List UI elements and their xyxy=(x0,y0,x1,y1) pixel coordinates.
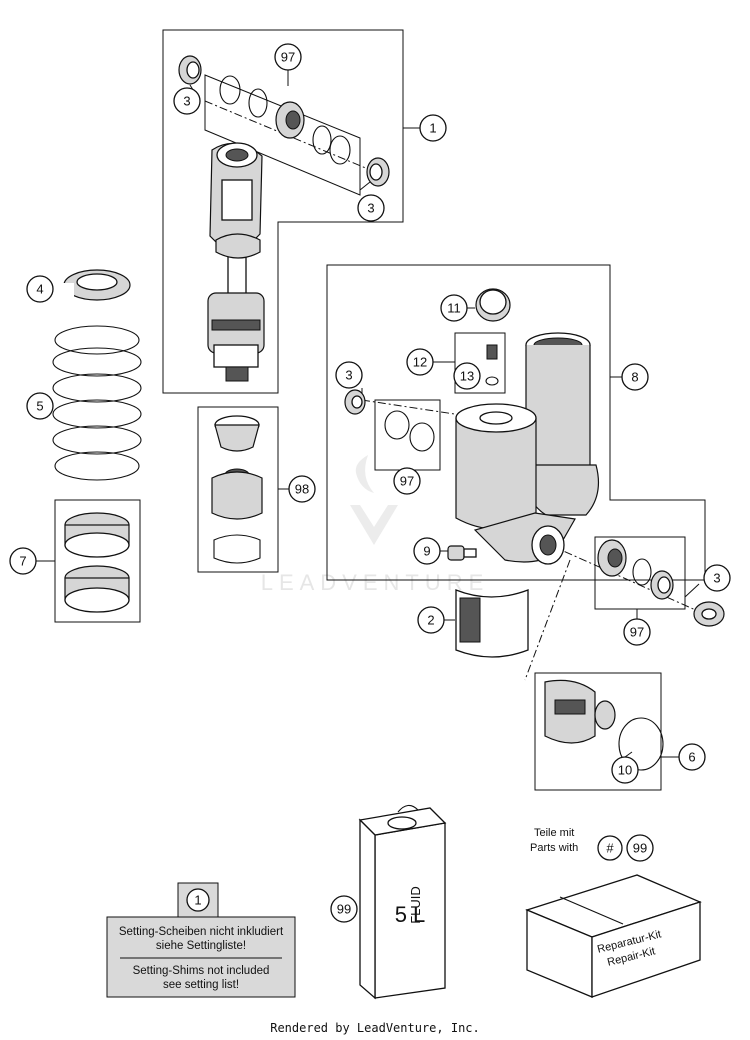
decal-sleeve xyxy=(455,589,529,658)
settings-note: 1 Setting-Scheiben nicht inkludiert sieh… xyxy=(106,882,296,998)
callout-1: 1 xyxy=(419,114,447,142)
callout-8: 8 xyxy=(621,363,649,391)
svg-text:9: 9 xyxy=(423,544,430,559)
callout-9: 9 xyxy=(413,537,441,565)
svg-text:4: 4 xyxy=(36,282,43,297)
frame-bearing-kit-top xyxy=(204,74,361,196)
svg-text:3: 3 xyxy=(345,368,352,383)
note-line-4: see setting list! xyxy=(163,979,239,991)
callout-11: 11 xyxy=(440,294,468,322)
callout-13: 13 xyxy=(453,362,481,390)
svg-text:12: 12 xyxy=(413,355,427,370)
svg-text:13: 13 xyxy=(460,369,474,384)
note-line-2: siehe Settingliste! xyxy=(156,940,246,952)
svg-text:2: 2 xyxy=(427,613,434,628)
footer-credit: Rendered by LeadVenture, Inc. xyxy=(270,1021,480,1035)
svg-text:97: 97 xyxy=(281,50,295,65)
callout-5: 5 xyxy=(26,392,54,420)
svg-text:97: 97 xyxy=(630,625,644,640)
kit-callout-99: 99 xyxy=(626,834,654,862)
spring xyxy=(52,325,142,481)
svg-text:3: 3 xyxy=(713,571,720,586)
svg-text:11: 11 xyxy=(447,301,461,316)
kit-hash-callout: # xyxy=(597,835,623,861)
callout-3-middle: 3 xyxy=(335,361,363,389)
callout-4: 4 xyxy=(26,275,54,303)
callout-6: 6 xyxy=(678,743,706,771)
svg-text:3: 3 xyxy=(367,201,374,216)
callout-3-top-right: 3 xyxy=(357,194,385,222)
shock-body xyxy=(455,288,599,565)
bearing-kit-middle-parts xyxy=(344,389,435,452)
fluid-label: FLUID xyxy=(408,886,423,924)
bearing-kit-right-parts xyxy=(597,539,725,627)
frame-bearing-kit-right xyxy=(594,536,686,610)
svg-text:10: 10 xyxy=(618,763,632,778)
svg-text:5: 5 xyxy=(36,399,43,414)
callout-2: 2 xyxy=(417,606,445,634)
bearing-kit-top-parts xyxy=(178,55,390,187)
svg-text:98: 98 xyxy=(295,482,309,497)
callout-97-middle: 97 xyxy=(393,467,421,495)
callout-99: 99 xyxy=(330,895,358,923)
watermark-text: LEADVENTURE xyxy=(261,570,490,595)
svg-text:7: 7 xyxy=(19,554,26,569)
piston-rod-assembly xyxy=(207,142,265,382)
callout-3-top-left: 3 xyxy=(173,87,201,115)
svg-text:8: 8 xyxy=(631,370,638,385)
note-callout-1: 1 xyxy=(186,888,210,912)
note-line-3: Setting-Shims not included xyxy=(133,965,270,977)
spring-collars xyxy=(64,512,130,613)
svg-text:99: 99 xyxy=(633,841,647,856)
repair-kit: Teile mit Parts with # 99 Reparatur-Kit … xyxy=(525,827,702,998)
seal-kit-parts xyxy=(211,415,263,564)
compression-adjuster-parts xyxy=(544,679,664,771)
frame-compression-adjuster xyxy=(534,672,662,791)
spring-retainer xyxy=(60,269,131,301)
callout-12: 12 xyxy=(406,348,434,376)
fluid-volume: 5 L xyxy=(395,902,426,927)
svg-text:99: 99 xyxy=(337,902,351,917)
callout-10: 10 xyxy=(611,756,639,784)
kit-parts-with: Parts with xyxy=(530,842,578,854)
frame-bearing-kit-middle xyxy=(374,399,441,471)
frame-piston-rod-assembly xyxy=(162,29,404,394)
fluid-can: FLUID 5 L xyxy=(358,804,447,1000)
svg-text:3: 3 xyxy=(183,94,190,109)
note-line-1: Setting-Scheiben nicht inkludiert xyxy=(119,926,284,938)
callout-3-right: 3 xyxy=(703,564,731,592)
frame-shock-body xyxy=(326,264,706,581)
callout-97-top: 97 xyxy=(274,43,302,71)
frame-bleed-valve xyxy=(454,332,506,394)
callout-7: 7 xyxy=(9,547,37,575)
svg-text:1: 1 xyxy=(194,893,201,908)
svg-text:6: 6 xyxy=(688,750,695,765)
screw xyxy=(447,545,477,561)
kit-teile-mit: Teile mit xyxy=(534,827,574,839)
svg-text:1: 1 xyxy=(429,121,436,136)
callout-98: 98 xyxy=(288,475,316,503)
svg-text:97: 97 xyxy=(400,474,414,489)
callout-97-right: 97 xyxy=(623,618,651,646)
svg-text:#: # xyxy=(606,841,614,856)
watermark: LEADVENTURE xyxy=(261,455,490,595)
